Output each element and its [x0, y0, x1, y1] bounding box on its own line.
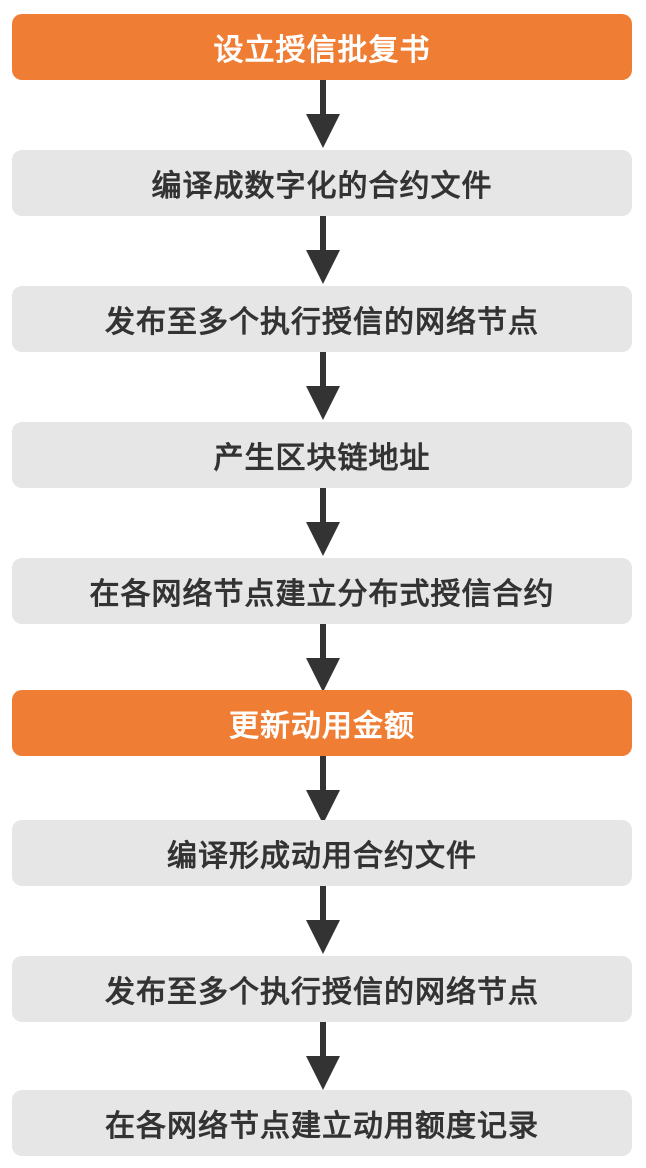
arrow-down-icon: [306, 624, 340, 692]
step-4-box: 产生区块链地址: [12, 422, 632, 488]
step-1-label: 设立授信批复书: [213, 33, 431, 68]
step-5-label: 在各网络节点建立分布式授信合约: [89, 577, 555, 612]
arrow-down-icon: [306, 886, 340, 954]
arrow-down-icon: [306, 488, 340, 556]
arrow-down-icon: [306, 216, 340, 284]
step-4-label: 产生区块链地址: [213, 441, 431, 476]
step-7-box: 编译形成动用合约文件: [12, 820, 632, 886]
step-7-label: 编译形成动用合约文件: [167, 839, 477, 874]
step-9-label: 在各网络节点建立动用额度记录: [105, 1109, 539, 1144]
arrow-down-icon: [306, 352, 340, 420]
step-8-label: 发布至多个执行授信的网络节点: [105, 975, 539, 1010]
step-3-label: 发布至多个执行授信的网络节点: [105, 305, 539, 340]
arrow-down-icon: [306, 1022, 340, 1090]
step-9-box: 在各网络节点建立动用额度记录: [12, 1090, 632, 1156]
step-8-box: 发布至多个执行授信的网络节点: [12, 956, 632, 1022]
step-2-label: 编译成数字化的合约文件: [151, 169, 493, 204]
step-5-box: 在各网络节点建立分布式授信合约: [12, 558, 632, 624]
step-1-box: 设立授信批复书: [12, 14, 632, 80]
step-6-box: 更新动用金额: [12, 690, 632, 756]
step-6-label: 更新动用金额: [229, 709, 415, 744]
step-2-box: 编译成数字化的合约文件: [12, 150, 632, 216]
arrow-down-icon: [306, 756, 340, 824]
arrow-down-icon: [306, 80, 340, 148]
step-3-box: 发布至多个执行授信的网络节点: [12, 286, 632, 352]
